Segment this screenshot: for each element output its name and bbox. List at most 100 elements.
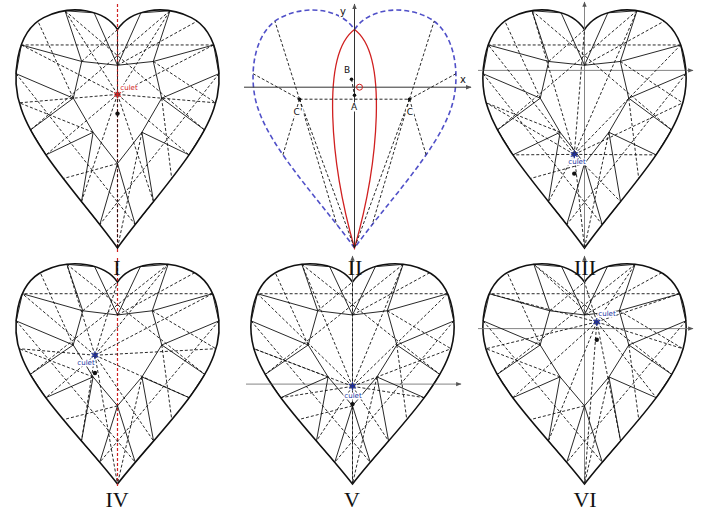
crown-facet-line — [335, 406, 353, 462]
pavilion-line — [257, 294, 352, 387]
pavilion-line — [550, 282, 585, 311]
crown-facet-line — [353, 406, 371, 462]
crown-facet-line — [118, 377, 142, 406]
crown-facet-line — [30, 345, 73, 374]
crown-facet-line — [540, 345, 560, 377]
crown-facet-line — [629, 74, 686, 98]
crown-facet-line — [370, 441, 388, 462]
pavilion-line — [162, 345, 172, 420]
center-dot — [350, 402, 354, 406]
crown-facet-line — [609, 132, 656, 155]
pavilion-line — [597, 322, 683, 349]
pavilion-line — [22, 293, 212, 294]
figure-number: III — [574, 257, 596, 279]
crown-facet-line — [375, 264, 403, 266]
figure-number: I — [113, 257, 120, 279]
pavilion-line — [95, 355, 118, 484]
pavilion-line — [629, 98, 639, 178]
pavilion-line — [488, 45, 574, 154]
pavilion-line — [318, 282, 353, 311]
crown-facet-line — [548, 377, 560, 441]
center-dot — [572, 171, 576, 175]
crown-facet-line — [561, 13, 584, 65]
heart-panel — [16, 4, 219, 252]
pavilion-line — [118, 11, 170, 95]
crown-facet-line — [118, 164, 136, 225]
crown-facet-line — [135, 202, 153, 225]
pavilion-line — [597, 294, 680, 322]
crown-facet-line — [609, 132, 621, 201]
y-axis — [584, 256, 585, 484]
crown-facet-line — [316, 441, 334, 462]
crown-facet-line — [67, 264, 95, 266]
crown-facet-line — [94, 13, 117, 65]
center-dot — [115, 111, 119, 115]
crown-facet-line — [377, 345, 397, 377]
figure-number: IV — [105, 489, 128, 511]
crown-facet-line — [609, 98, 629, 132]
pavilion-line — [65, 11, 204, 130]
crown-facet-line — [483, 294, 489, 321]
pavilion-line — [31, 11, 170, 130]
crown-facet-line — [281, 377, 328, 398]
pavilion-line — [513, 154, 574, 155]
crown-facet-line — [83, 311, 118, 315]
pavilion-line — [585, 377, 609, 484]
crown-facet-line — [16, 321, 73, 345]
crown-facet-line — [349, 384, 356, 388]
pavilion-line — [275, 21, 300, 99]
crown-facet-line — [162, 74, 219, 98]
crown-facet-line — [100, 164, 118, 225]
crown-facet-line — [141, 11, 170, 13]
crown-facet-line — [571, 152, 578, 156]
pavilion-line — [162, 98, 172, 178]
crown-facet-line — [65, 11, 82, 62]
crown-facet-line — [81, 377, 93, 441]
crown-facet-line — [629, 98, 672, 130]
crown-facet-line — [585, 13, 608, 65]
crown-facet-line — [387, 294, 447, 311]
pavilion-line — [302, 264, 440, 374]
crown-facet-line — [265, 374, 281, 397]
crown-facet-line — [619, 294, 679, 311]
crown-facet-line — [189, 130, 204, 155]
pavilion-line — [117, 94, 118, 248]
pavilion-line — [574, 45, 680, 154]
crown-facet-line — [73, 311, 83, 345]
crown-facet-line — [609, 377, 656, 398]
center-dot — [93, 371, 97, 375]
crown-facet-line — [100, 406, 118, 462]
pavilion-line — [118, 21, 198, 65]
pavilion-line — [352, 386, 353, 484]
point-label: culet — [76, 360, 95, 367]
pavilion-line — [82, 94, 118, 201]
center-dot — [595, 338, 599, 342]
crown-facet-line — [483, 74, 540, 98]
crown-facet-line — [540, 98, 560, 132]
pavilion-line — [497, 264, 635, 374]
pavilion-line — [38, 21, 73, 98]
x-axis — [478, 328, 693, 329]
crown-facet-line — [608, 11, 637, 13]
pavilion-line — [629, 345, 639, 420]
crown-facet-line — [118, 267, 141, 315]
crown-facet-line — [308, 311, 318, 345]
pavilion-line — [83, 282, 118, 311]
crown-facet-line — [497, 130, 512, 155]
crown-facet-line — [316, 377, 328, 441]
pavilion-line — [532, 11, 671, 130]
crown-facet-line — [213, 294, 219, 321]
pavilion-line — [397, 345, 407, 420]
crown-facet-line — [593, 320, 600, 324]
crown-facet-line — [571, 152, 578, 156]
crown-facet-line — [135, 441, 153, 462]
pavilion-line — [95, 282, 118, 355]
pavilion-line — [620, 61, 682, 102]
crown-facet-line — [560, 377, 584, 406]
crown-facet-line — [302, 264, 330, 266]
point-dot — [353, 93, 357, 97]
pavilion-line — [530, 406, 584, 420]
pavilion-line — [574, 11, 637, 155]
heart-panel — [478, 256, 693, 484]
crown-facet-line — [497, 374, 513, 397]
